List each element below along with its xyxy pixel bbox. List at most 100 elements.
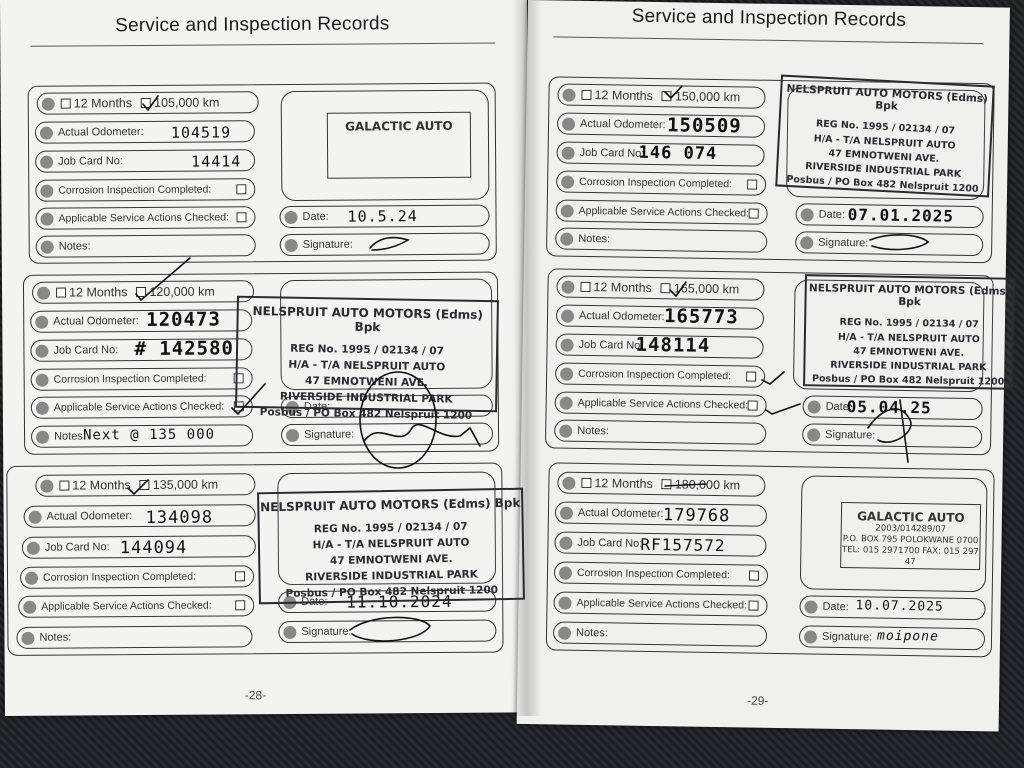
- bullet-dot: [21, 631, 35, 645]
- stamp-name: GALACTIC AUTO: [857, 509, 965, 525]
- corrosion-label: Corrosion Inspection Completed:: [58, 183, 212, 197]
- service-actions-checkbox[interactable]: [748, 600, 759, 611]
- odometer-value: 165773: [663, 305, 739, 329]
- date-value: 07.01.2025: [847, 205, 955, 226]
- jobcard-label: Job Card No:: [578, 338, 644, 352]
- km-checkbox[interactable]: [660, 283, 671, 294]
- signature-field[interactable]: Signature:: [280, 422, 494, 447]
- km-label: 120,000 km: [149, 284, 215, 299]
- stamp-name: NELSPRUIT AUTO MOTORS (Edms) Bpk: [808, 282, 1011, 309]
- nelspruit-stamp: NELSPRUIT AUTO MOTORS (Edms) Bpk REG No.…: [257, 487, 525, 605]
- service-actions-field: Applicable Service Actions Checked:: [553, 591, 768, 617]
- page-number: -28-: [244, 688, 267, 703]
- notes-label: Notes:: [577, 424, 610, 438]
- signature-label: Signature:: [301, 625, 352, 638]
- corrosion-checkbox[interactable]: [746, 371, 757, 382]
- corrosion-field: Corrosion Inspection Completed:: [553, 561, 769, 587]
- months-checkbox[interactable]: [581, 477, 592, 489]
- signature-field[interactable]: Signature:: [795, 231, 984, 257]
- date-label: Date:: [302, 210, 329, 223]
- bullet-dot: [40, 184, 54, 198]
- signature-label: Signature:: [302, 238, 353, 251]
- bullet-dot: [557, 626, 572, 640]
- service-actions-checkbox[interactable]: [235, 600, 246, 611]
- months-label: 12 Months: [593, 280, 652, 295]
- km-checkbox[interactable]: [141, 97, 152, 109]
- date-value: 10.5.24: [347, 207, 418, 226]
- bullet-dot: [560, 232, 574, 246]
- service-actions-label: Applicable Service Actions Checked:: [578, 204, 750, 220]
- notes-field[interactable]: Notes:: [554, 419, 767, 445]
- odometer-value: 150509: [666, 114, 742, 138]
- months-km-field: 12 Months 120,000 km: [31, 280, 255, 304]
- signature-field[interactable]: Signature:: [802, 423, 983, 449]
- bullet-dot: [285, 428, 300, 442]
- bullet-dot: [559, 536, 573, 550]
- bullet-dot: [560, 309, 575, 323]
- months-label: 12 Months: [594, 476, 653, 492]
- months-checkbox[interactable]: [60, 98, 71, 109]
- service-actions-checkbox[interactable]: [747, 400, 758, 411]
- km-checkbox[interactable]: [139, 479, 150, 491]
- service-actions-field: Applicable Service Actions Checked:: [30, 395, 253, 419]
- jobcard-label: Job Card No:: [53, 344, 119, 357]
- bullet-dot: [559, 506, 574, 520]
- bullet-dot: [804, 599, 818, 614]
- title-rule: [30, 42, 496, 47]
- service-actions-label: Applicable Service Actions Checked:: [53, 400, 225, 414]
- book-gutter: [512, 0, 542, 716]
- months-label: 12 Months: [72, 478, 131, 493]
- bullet-dot: [800, 235, 814, 250]
- months-checkbox[interactable]: [581, 89, 592, 101]
- notes-field[interactable]: Notes:: [555, 227, 768, 253]
- date-label: Date:: [822, 600, 849, 614]
- jobcard-value: 148114: [635, 333, 711, 357]
- corrosion-checkbox[interactable]: [748, 570, 760, 581]
- signature-label: Signature:: [304, 428, 355, 441]
- signature-label: Signature:: [821, 630, 873, 644]
- service-record-6: 12 Months 180,000 km Actual Odometer: Jo…: [545, 462, 995, 658]
- title-rule: [553, 36, 984, 45]
- signature-field[interactable]: Signature:: [278, 619, 497, 644]
- km-checkbox[interactable]: [661, 479, 672, 490]
- months-checkbox[interactable]: [56, 287, 67, 298]
- odometer-field[interactable]: Actual Odometer:: [554, 501, 768, 527]
- corrosion-checkbox[interactable]: [747, 179, 758, 190]
- service-actions-checkbox[interactable]: [236, 212, 247, 223]
- jobcard-value: 144094: [119, 537, 188, 559]
- months-km-field: 12 Months 135,000 km: [35, 473, 256, 497]
- months-km-field: 12 Months 150,000 km: [557, 83, 766, 109]
- galactic-auto-stamp: GALACTIC AUTO: [326, 111, 472, 179]
- corrosion-label: Corrosion Inspection Completed:: [576, 566, 731, 582]
- corrosion-label: Corrosion Inspection Completed:: [53, 372, 207, 386]
- notes-field[interactable]: Notes:: [552, 621, 768, 647]
- bullet-dot: [803, 629, 818, 644]
- stamp-name: GALACTIC AUTO: [345, 118, 453, 134]
- months-km-field: 12 Months 165,000 km: [556, 275, 765, 301]
- corrosion-checkbox[interactable]: [236, 184, 247, 195]
- stamp-name: NELSPRUIT AUTO MOTORS (Edms) Bpk: [786, 82, 989, 113]
- date-label: Date:: [818, 208, 846, 222]
- notes-field[interactable]: Notes:: [35, 234, 256, 258]
- corrosion-checkbox[interactable]: [234, 571, 246, 582]
- signature-field[interactable]: Signature:: [279, 232, 490, 257]
- bullet-dot: [562, 476, 576, 490]
- odometer-label: Actual Odometer:: [57, 126, 144, 139]
- service-actions-checkbox[interactable]: [748, 208, 759, 219]
- bullet-dot: [28, 510, 42, 524]
- notes-label: Notes:: [578, 232, 611, 246]
- signature-label: Signature:: [818, 236, 869, 250]
- odometer-field[interactable]: Actual Odometer:: [23, 504, 256, 528]
- notes-field[interactable]: Notes:: [16, 625, 253, 649]
- signature-value: moipone: [876, 628, 939, 645]
- months-checkbox[interactable]: [580, 281, 591, 293]
- km-label: 105,000 km: [154, 95, 220, 110]
- km-checkbox[interactable]: [136, 286, 147, 298]
- km-checkbox[interactable]: [661, 91, 672, 102]
- odometer-value: 134098: [145, 507, 214, 528]
- corrosion-field: Corrosion Inspection Completed:: [35, 178, 256, 202]
- bullet-dot: [284, 238, 298, 252]
- months-checkbox[interactable]: [59, 480, 70, 491]
- notes-label: Notes:: [58, 240, 91, 253]
- bullet-dot: [35, 315, 49, 329]
